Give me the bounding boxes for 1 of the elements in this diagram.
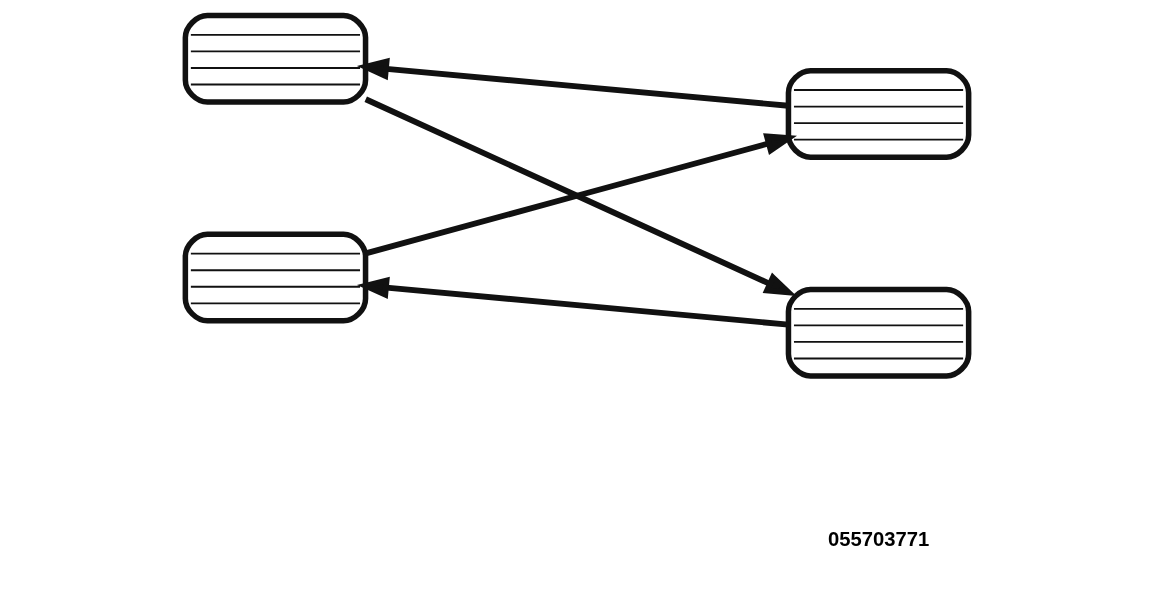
label: 055703771 — [827, 527, 929, 550]
